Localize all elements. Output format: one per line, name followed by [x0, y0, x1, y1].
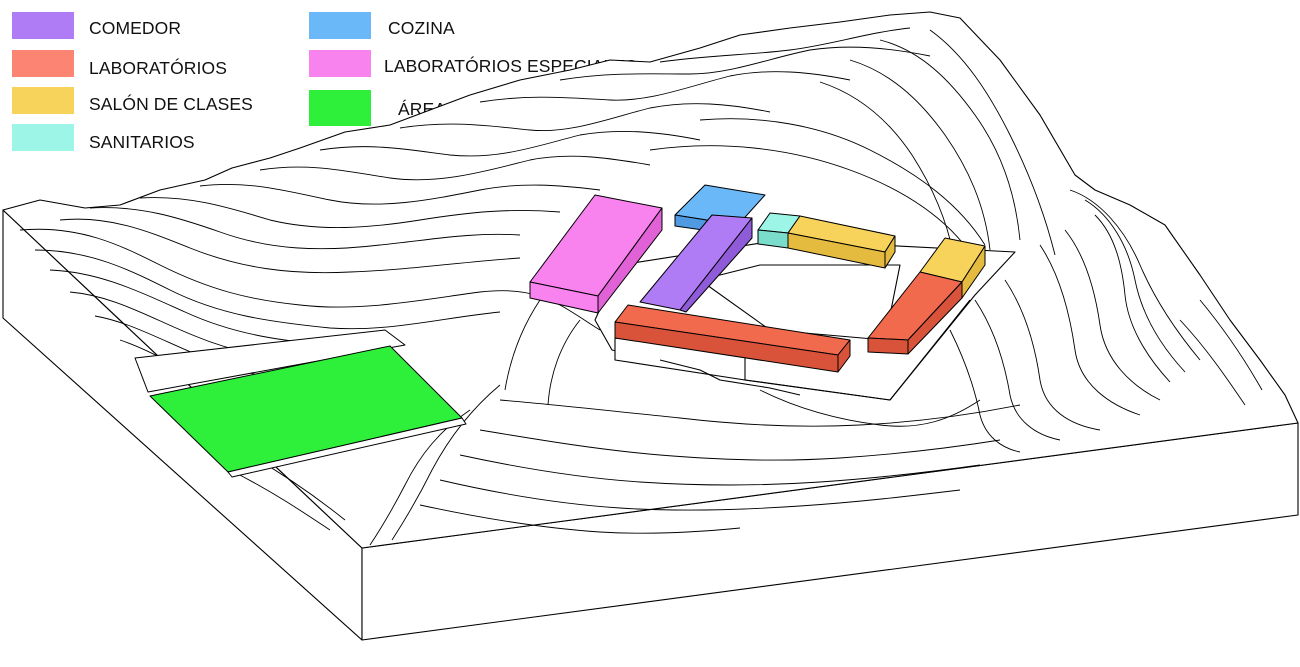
block-comedor-side — [679, 217, 753, 313]
contour-line — [759, 389, 981, 427]
sports-field-step — [134, 329, 406, 393]
contour-line — [1004, 279, 1101, 431]
platform-edge — [659, 359, 801, 396]
contour-line — [499, 399, 1021, 427]
block-laboratorios-este-front — [867, 337, 909, 355]
contour-line — [649, 145, 976, 261]
contour-line — [1064, 229, 1161, 401]
legend-swatch-sanitarios — [12, 124, 74, 151]
block-laboratorios-sur-side — [837, 339, 851, 373]
contour-line — [559, 46, 931, 81]
contour-line — [319, 130, 701, 157]
contour-line — [259, 155, 651, 181]
contour-line — [391, 384, 501, 541]
contour-line — [1039, 244, 1141, 416]
legend-label-cozina: COZINA — [388, 18, 455, 38]
contour-line — [504, 299, 541, 391]
contour-line — [399, 103, 771, 132]
contour-line — [699, 118, 986, 246]
legend-label-salon-de-clases: SALÓN DE CLASES — [89, 94, 253, 114]
contour-line — [1179, 319, 1246, 406]
contour-line — [89, 207, 521, 250]
contour-line — [439, 479, 961, 511]
contour-line — [479, 429, 1001, 461]
contour-line — [547, 319, 581, 406]
contour-line — [479, 71, 851, 103]
contour-line — [1199, 299, 1263, 391]
legend-swatch-laboratorios — [12, 50, 74, 77]
legend-label-sanitarios: SANITARIOS — [89, 132, 195, 152]
contour-line — [1069, 189, 1201, 361]
contour-line — [419, 504, 741, 534]
contour-line — [459, 454, 981, 486]
courtyard-outline — [699, 264, 901, 341]
contour-line — [949, 329, 1021, 453]
contour-line — [879, 39, 1021, 241]
contour-line — [1084, 199, 1186, 373]
legend-swatch-area-deportiva — [309, 90, 371, 126]
block-laboratorios-especiales-front — [529, 281, 599, 314]
legend-swatch-comedor — [12, 12, 74, 39]
legend-swatch-laboratorios-especiales — [309, 50, 371, 77]
contour-line — [849, 59, 991, 251]
legend-label-comedor: COMEDOR — [89, 18, 182, 38]
block-salon-norte-side — [884, 235, 896, 269]
contour-line — [1094, 214, 1171, 383]
contour-line — [19, 228, 601, 331]
contour-line — [139, 197, 561, 229]
legend-swatch-salon-de-clases — [12, 87, 74, 114]
platform-edge — [744, 299, 971, 401]
contour-line — [229, 469, 331, 531]
legend-label-laboratorios: LABORATÓRIOS — [89, 58, 227, 78]
contour-line — [659, 27, 911, 63]
contour-line — [59, 218, 521, 274]
contour-line — [199, 183, 601, 205]
contour-line — [34, 249, 501, 330]
contour-line — [929, 29, 1056, 256]
legend-swatch-cozina — [309, 12, 371, 39]
contour-line — [974, 299, 1061, 441]
sports-field-edge — [227, 417, 467, 478]
